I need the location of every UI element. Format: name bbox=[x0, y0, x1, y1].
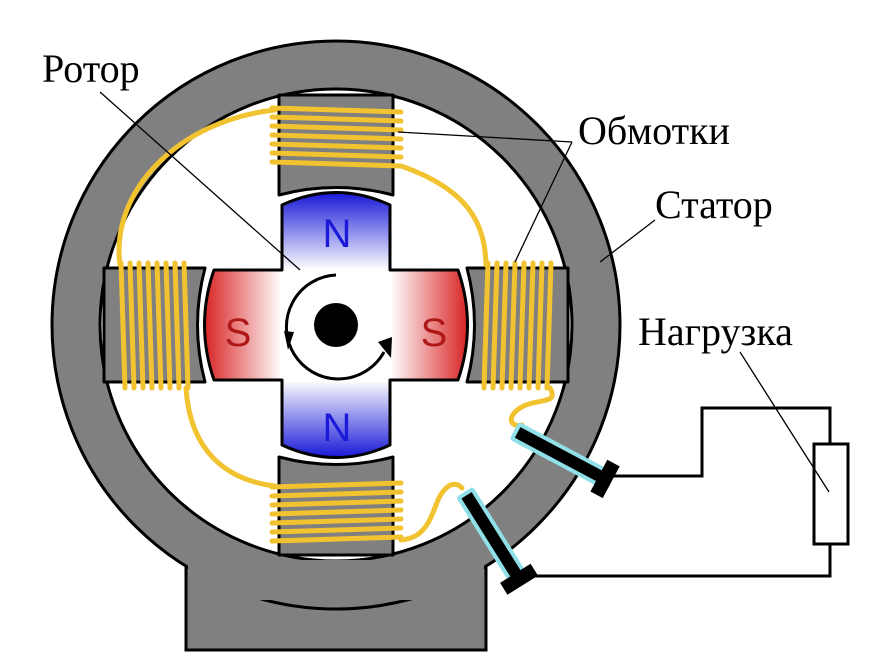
leader-stator bbox=[599, 219, 656, 263]
rotor-south-left bbox=[204, 270, 282, 380]
brushes bbox=[457, 422, 620, 595]
winding-top bbox=[269, 105, 404, 169]
winding-right bbox=[481, 260, 554, 391]
pole-label-north-top: N bbox=[323, 212, 352, 256]
leader-rotor bbox=[99, 91, 301, 271]
winding-left bbox=[118, 260, 191, 391]
label-stator: Статор bbox=[655, 182, 773, 227]
winding-wire-bottom-out bbox=[398, 481, 465, 543]
brush-lower bbox=[457, 487, 539, 595]
pole-label-north-bottom: N bbox=[323, 406, 352, 450]
rotation-arrow-right-tip bbox=[378, 337, 392, 358]
pole-label-south-right: S bbox=[421, 311, 448, 355]
winding-bottom bbox=[269, 480, 404, 544]
rotation-arrow bbox=[285, 273, 386, 381]
brush-upper bbox=[510, 422, 620, 499]
leader-lines bbox=[99, 91, 830, 493]
rotor-shaft bbox=[314, 303, 358, 347]
leader-load bbox=[739, 351, 830, 493]
rotor-south-right bbox=[390, 270, 468, 380]
winding-wire-top-left bbox=[116, 107, 278, 268]
leader-windings-top bbox=[397, 131, 573, 143]
label-windings: Обмотки bbox=[578, 108, 730, 153]
leader-windings-right bbox=[514, 141, 573, 263]
circuit-wire-lower bbox=[535, 544, 832, 578]
circuit-wire-upper bbox=[612, 406, 832, 478]
rotation-arrow-left-tip bbox=[284, 331, 294, 350]
winding-wire-top-right bbox=[398, 163, 489, 268]
label-load: Нагрузка bbox=[638, 309, 793, 354]
stator-pole-right bbox=[465, 266, 570, 384]
rotor: N N S S bbox=[203, 191, 469, 459]
stator-pole-left bbox=[102, 266, 207, 384]
rotor-north-bottom bbox=[282, 380, 390, 458]
rotor-north-top bbox=[282, 192, 390, 270]
load-resistor bbox=[812, 442, 850, 546]
winding-wire-right-out bbox=[508, 385, 555, 429]
label-rotor: Ротор bbox=[42, 46, 140, 91]
winding-wire-left-bottom bbox=[183, 385, 278, 489]
rotor-outline bbox=[203, 191, 469, 459]
pole-label-south-left: S bbox=[225, 311, 252, 355]
load-circuit bbox=[535, 406, 850, 578]
windings bbox=[116, 105, 555, 544]
